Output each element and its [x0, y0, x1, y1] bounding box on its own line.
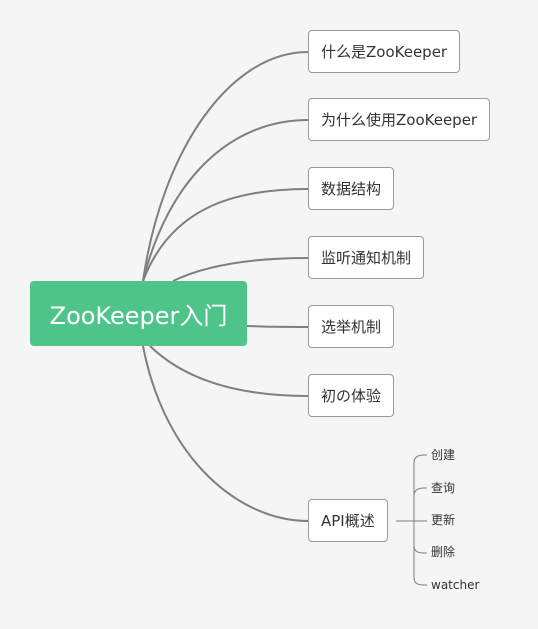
connector-line-topic-2: [142, 188, 309, 282]
connector-line-child-4: [413, 521, 427, 586]
subtopic-create[interactable]: 创建: [431, 448, 456, 462]
connector-line-child-3: [413, 521, 427, 554]
connector-line-child-1: [413, 487, 427, 521]
root-node[interactable]: ZooKeeper入门: [30, 281, 247, 346]
subtopic-query[interactable]: 查询: [431, 481, 456, 495]
topic-why-use-zookeeper[interactable]: 为什么使用ZooKeeper: [308, 98, 491, 141]
topic-api-overview[interactable]: API概述: [308, 499, 388, 542]
topic-what-is-zookeeper[interactable]: 什么是ZooKeeper: [308, 30, 461, 73]
subtopic-watcher[interactable]: watcher: [431, 578, 480, 592]
connector-line-topic-0: [142, 51, 309, 282]
topic-watch-notification[interactable]: 监听通知机制: [308, 236, 425, 279]
connector-line-topic-3: [172, 257, 309, 282]
topic-election[interactable]: 选举机制: [308, 305, 395, 348]
connector-line-topic-6: [142, 345, 309, 522]
connector-line-topic-1: [142, 119, 309, 282]
subtopic-update[interactable]: 更新: [431, 513, 456, 527]
connector-line-child-0: [413, 454, 427, 521]
topic-data-structure[interactable]: 数据结构: [308, 167, 395, 210]
topic-first-experience[interactable]: 初の体验: [308, 374, 395, 417]
connector-line-topic-5: [149, 345, 309, 397]
subtopic-delete[interactable]: 删除: [431, 545, 456, 559]
connector-line-topic-4: [246, 325, 309, 328]
